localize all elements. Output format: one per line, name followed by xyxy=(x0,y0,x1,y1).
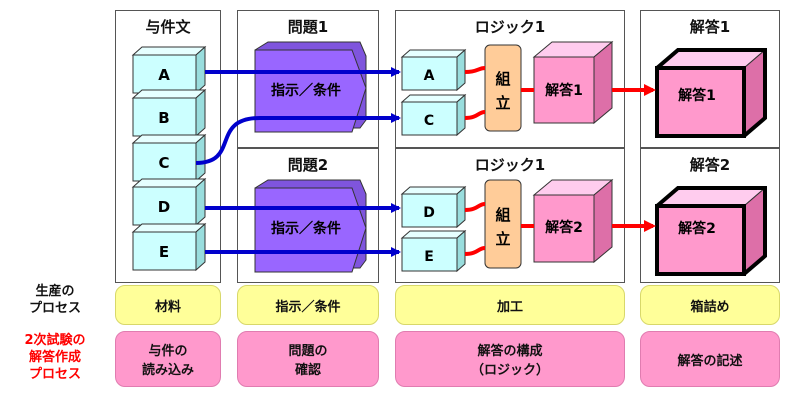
answer-1-title: 解答1 xyxy=(689,18,731,36)
input-cube-e: E xyxy=(131,222,207,272)
logic-cube-d: D xyxy=(400,185,467,229)
arrow-c-to-logic xyxy=(195,113,401,165)
input-e-label: E xyxy=(159,243,169,261)
input-a-label: A xyxy=(158,66,170,84)
red-link-c xyxy=(464,110,486,120)
production-processing: 加工 xyxy=(395,285,625,325)
red-link-e xyxy=(464,246,486,256)
red-link-a xyxy=(464,66,486,74)
exam-reading-line1: 与件の xyxy=(148,344,188,359)
input-c-label: C xyxy=(158,154,169,172)
logic-cube-e: E xyxy=(400,229,467,273)
exam-process-label: 2次試験の 解答作成 プロセス xyxy=(10,332,100,383)
process-diagram: A B C D E 指示／条件 指示／条件 A xyxy=(131,40,767,276)
exam-process-line3: プロセス xyxy=(28,367,81,382)
input-b-label: B xyxy=(158,109,169,127)
exam-reading-line2: 読み込み xyxy=(141,363,194,378)
production-packing: 箱詰め xyxy=(640,285,780,325)
answer-cube-1: 解答1 xyxy=(532,40,614,125)
logic-2-title: ロジック1 xyxy=(474,156,546,174)
assemble-block-1: 組 立 xyxy=(484,44,522,132)
production-materials: 材料 xyxy=(115,285,221,325)
input-cube-b: B xyxy=(131,88,207,138)
exam-question-check-line1: 問題の xyxy=(288,344,328,359)
exam-structure-line2: （ロジック） xyxy=(470,363,549,378)
logic-e-label: E xyxy=(424,249,434,265)
red-link-d xyxy=(464,202,486,212)
exam-structure-line1: 解答の構成 xyxy=(477,344,543,359)
answer-2-title: 解答2 xyxy=(689,156,731,174)
assemble-label-2: 組 xyxy=(495,206,510,224)
input-cube-a: A xyxy=(131,45,207,95)
production-instructions: 指示／条件 xyxy=(237,285,379,325)
assemble-label-1b: 立 xyxy=(495,94,510,112)
logic-cube-a: A xyxy=(400,48,467,92)
logic-1-title: ロジック1 xyxy=(474,18,546,36)
production-process-line2: プロセス xyxy=(28,301,81,316)
final-answer-2: 解答2 xyxy=(655,186,767,276)
exam-writing: 解答の記述 xyxy=(640,331,780,387)
assemble-label-1: 組 xyxy=(495,70,510,88)
logic-cube-c: C xyxy=(400,93,467,137)
logic-d-label: D xyxy=(423,205,435,221)
input-d-label: D xyxy=(158,198,170,216)
question-2-title: 問題2 xyxy=(287,156,329,174)
assemble-label-2b: 立 xyxy=(495,230,510,248)
production-process-label: 生産の プロセス xyxy=(10,283,100,317)
final-answer-1: 解答1 xyxy=(655,48,767,138)
final-answer-1-label: 解答1 xyxy=(678,87,716,104)
answer-cube-1-label: 解答1 xyxy=(545,82,583,99)
condition-label-2: 指示／条件 xyxy=(271,220,341,237)
input-cube-d: D xyxy=(131,177,207,227)
logic-c-label: C xyxy=(424,113,434,129)
logic-a-label: A xyxy=(424,68,435,84)
exam-structure: 解答の構成 （ロジック） xyxy=(395,331,625,387)
production-process-line1: 生産の xyxy=(35,284,75,299)
condition-label-1: 指示／条件 xyxy=(271,82,341,99)
assemble-block-2: 組 立 xyxy=(484,179,522,269)
final-answer-2-label: 解答2 xyxy=(678,220,716,237)
exam-process-line2: 解答作成 xyxy=(28,350,81,365)
question-1-title: 問題1 xyxy=(287,18,329,36)
source-text-title: 与件文 xyxy=(145,18,191,36)
exam-question-check: 問題の 確認 xyxy=(237,331,379,387)
input-cube-c: C xyxy=(131,133,207,183)
answer-cube-2-label: 解答2 xyxy=(545,219,583,236)
answer-cube-2: 解答2 xyxy=(532,178,614,264)
exam-process-line1: 2次試験の xyxy=(24,333,86,348)
condition-shape-2: 指示／条件 xyxy=(254,179,367,273)
exam-reading: 与件の 読み込み xyxy=(115,331,221,387)
exam-question-check-line2: 確認 xyxy=(294,363,321,378)
